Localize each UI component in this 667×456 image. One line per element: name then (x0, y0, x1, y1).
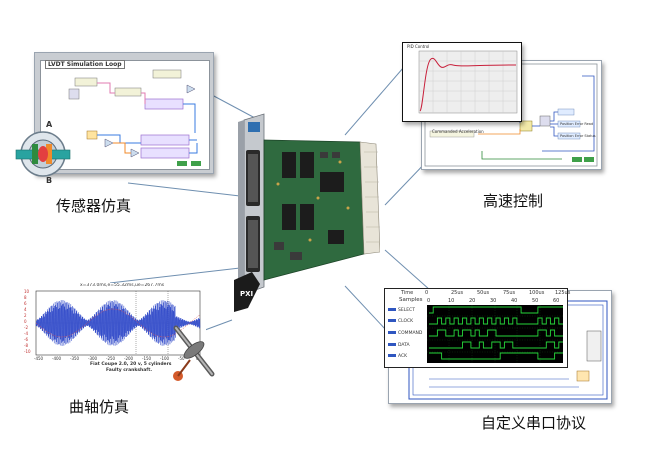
crank-caption-line-2: Faulty crankshaft. (106, 368, 153, 373)
lvdt-sensor-image (15, 131, 71, 177)
scope-sample-tick: 60 (553, 298, 560, 304)
scope-trace (429, 341, 563, 349)
lvdt-label-b: B (46, 176, 53, 185)
lvdt-label-a: A (46, 120, 53, 129)
crank-x-tick: -400 (52, 356, 62, 361)
scope-time-tick: 50us (477, 290, 490, 296)
crank-caption-line-1: Fiat Coupe 2.0, 20 v, 5 cylinders (90, 362, 172, 367)
scope-time-label: Time (401, 290, 414, 296)
scope-trace (429, 306, 563, 314)
scope-sample-tick: 20 (469, 298, 476, 304)
scope-signal-label: COMMAND (388, 331, 422, 336)
crank-y-tick: 2 (24, 313, 27, 318)
crank-x-tick: -100 (160, 356, 170, 361)
crank-y-tick: 10 (24, 289, 30, 294)
lvdt-loop-title: LVDT Simulation Loop (45, 60, 125, 69)
crank-header: x=373.0ms,e=55.32ms,ue=267.7ms (80, 283, 165, 288)
crank-y-tick: 8 (24, 295, 27, 300)
crank-x-tick: -250 (106, 356, 116, 361)
crank-x-tick: -450 (34, 356, 44, 361)
scope-sample-tick: 40 (511, 298, 518, 304)
caption-custom-serial-protocol: 自定义串口协议 (481, 414, 587, 432)
scope-plot (427, 305, 563, 363)
crank-waveform-plot (35, 290, 201, 356)
caption-sensor-simulation: 传感器仿真 (56, 197, 132, 215)
scope-trace (429, 317, 563, 325)
control-label-3: Position Error Status (560, 134, 596, 138)
pxi-brand-text: PXI (240, 290, 253, 298)
crank-x-tick: -50 (178, 356, 185, 361)
crank-x-tick: -350 (70, 356, 80, 361)
lvdt-block-diagram (68, 69, 201, 166)
scope-sample-tick: 50 (532, 298, 539, 304)
pid-chart-title: PID Control (407, 44, 430, 49)
scope-signal-label: SELECT (388, 308, 415, 313)
scope-trace (429, 352, 563, 360)
scope-time-tick: 75us (503, 290, 516, 296)
scope-time-tick: 100us (529, 290, 545, 296)
scope-sample-tick: 10 (448, 298, 455, 304)
control-label-1: Commanded Acceleration (432, 129, 484, 134)
scope-signal-label: ACK (388, 354, 407, 359)
crank-x-tick: -150 (142, 356, 152, 361)
caption-high-speed-control: 高速控制 (483, 192, 544, 210)
scope-time-tick: 125us (555, 290, 571, 296)
scope-time-tick: 25us (451, 290, 464, 296)
crank-y-tick: -4 (24, 331, 28, 336)
crank-y-tick: -2 (24, 325, 28, 330)
scope-sample-tick: 30 (490, 298, 497, 304)
crank-x-tick: -300 (88, 356, 98, 361)
control-label-2: Position Error Read (560, 122, 594, 126)
pxi-board-image: PXI (234, 113, 380, 312)
scope-samples-label: Samples (399, 297, 423, 303)
crank-y-tick: -10 (24, 349, 31, 354)
crank-y-tick: 0 (24, 319, 27, 324)
scope-signal-label: DATA (388, 343, 410, 348)
scope-signal-label: CLOCK (388, 319, 413, 324)
crank-y-tick: -6 (24, 337, 28, 342)
scope-sample-tick: 0 (427, 298, 431, 304)
pid-chart-panel: PID Control (402, 42, 522, 122)
serial-scope: Time 0 25us 50us 75us 100us 125us Samples 0 10… (384, 288, 571, 368)
crank-y-tick: -8 (24, 343, 28, 348)
crank-y-tick: 6 (24, 301, 27, 306)
crankshaft-image (173, 325, 215, 381)
scope-time-tick: 0 (425, 290, 429, 296)
scope-trace (429, 329, 563, 337)
pid-chart-plot (418, 50, 518, 114)
crank-y-tick: 4 (24, 307, 27, 312)
caption-crank-simulation: 曲轴仿真 (69, 398, 130, 416)
crank-x-tick: -200 (124, 356, 134, 361)
